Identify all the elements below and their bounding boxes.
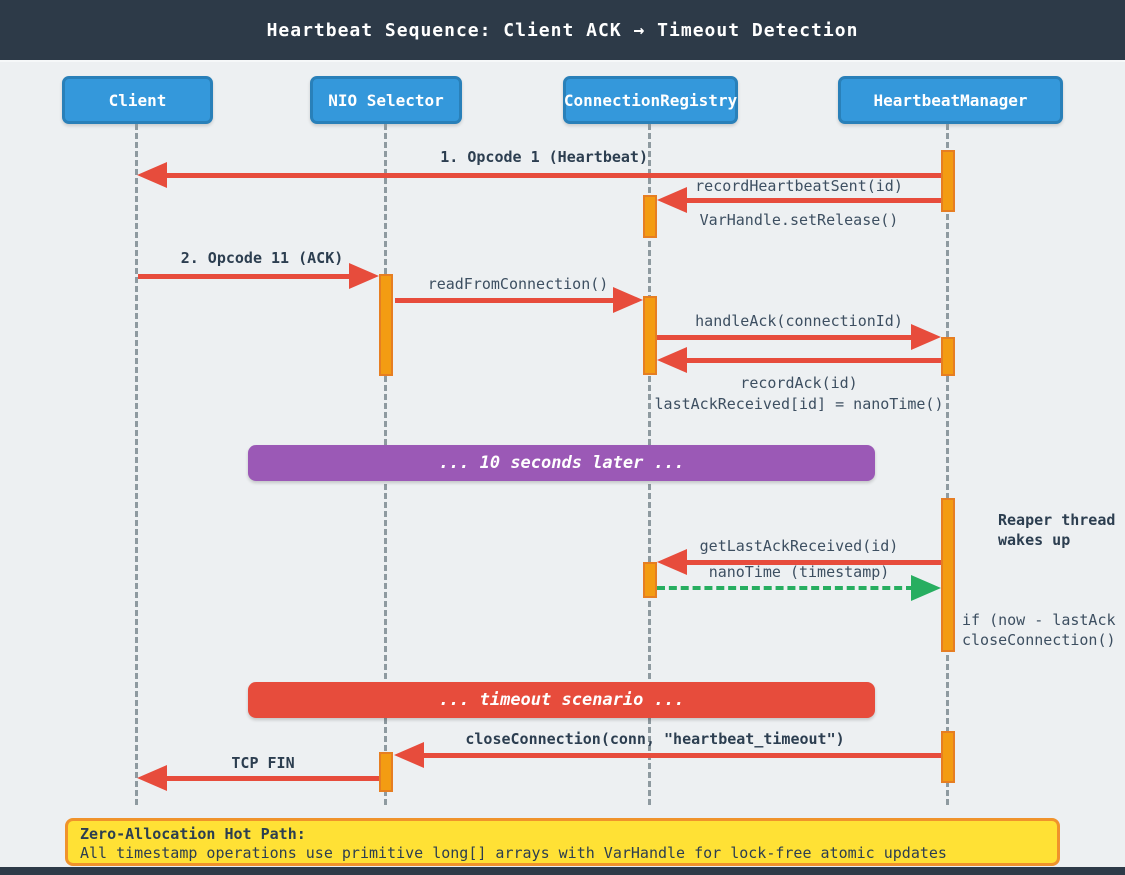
arrowhead-left-icon (394, 742, 424, 768)
participant-label: ConnectionRegistry (563, 90, 738, 110)
message-arrow-close-connection (421, 753, 941, 758)
lifeline-heartbeat-manager (946, 124, 949, 805)
participant-label: NIO Selector (328, 90, 444, 110)
arrowhead-left-icon (657, 347, 687, 373)
annotation-condition-line2: closeConnection() (962, 631, 1116, 649)
participant-nio-selector: NIO Selector (310, 76, 462, 124)
activation-nio-close (379, 752, 393, 792)
participant-client: Client (62, 76, 213, 124)
annotation-reaper-line1: Reaper thread (998, 511, 1116, 529)
arrowhead-right-icon (349, 263, 379, 289)
message-arrow-handle-ack (657, 335, 914, 340)
activation-heartbeat-manager-ack (941, 337, 955, 376)
message-arrow-tcp-fin (164, 776, 379, 781)
banner-label: ... timeout scenario ... (438, 690, 685, 710)
lifeline-client (135, 124, 138, 805)
message-label-tcp-fin: TCP FIN (231, 754, 295, 772)
return-arrow-nanotime (657, 586, 914, 590)
note-title: Zero-Allocation Hot Path: (80, 825, 306, 843)
arrowhead-left-icon (137, 765, 167, 791)
participant-label: HeartbeatManager (873, 90, 1028, 110)
message-label-record-heartbeat-sent: recordHeartbeatSent(id) (695, 177, 903, 195)
note-zero-allocation: Zero-Allocation Hot Path: All timestamp … (65, 818, 1060, 866)
activation-registry-record-sent (643, 195, 657, 238)
participant-heartbeat-manager: HeartbeatManager (838, 76, 1063, 124)
annotation-reaper-line2: wakes up (998, 531, 1071, 549)
activation-registry-handle-ack (643, 296, 657, 375)
message-label-nanotime-return: nanoTime (timestamp) (708, 563, 890, 581)
message-label-last-ack-assign: lastAckReceived[id] = nanoTime() (654, 395, 944, 413)
message-arrow-opcode11 (138, 274, 352, 279)
message-arrow-record-heartbeat-sent (684, 198, 941, 203)
banner-ten-seconds-later: ... 10 seconds later ... (248, 445, 875, 481)
participant-label: Client (108, 90, 167, 110)
banner-timeout-scenario: ... timeout scenario ... (248, 682, 875, 718)
title-bar: Heartbeat Sequence: Client ACK → Timeout… (0, 0, 1125, 62)
message-label-opcode1: 1. Opcode 1 (Heartbeat) (440, 148, 648, 166)
message-label-close-connection: closeConnection(conn, "heartbeat_timeout… (465, 730, 845, 748)
annotation-condition-line1: if (now - lastAck (962, 611, 1116, 629)
activation-heartbeat-manager-reaper (941, 498, 955, 652)
note-body: All timestamp operations use primitive l… (80, 844, 947, 862)
message-arrow-read-from-connection (395, 298, 616, 303)
message-label-varhandle-set-release: VarHandle.setRelease() (699, 211, 899, 229)
arrowhead-right-icon (613, 287, 643, 313)
arrowhead-left-icon (137, 162, 167, 188)
activation-nio-read (379, 274, 393, 376)
activation-registry-get-last-ack (643, 562, 657, 598)
activation-heartbeat-manager-close (941, 731, 955, 783)
activation-heartbeat-manager-send (941, 150, 955, 212)
arrowhead-left-icon (657, 549, 687, 575)
diagram-title: Heartbeat Sequence: Client ACK → Timeout… (266, 19, 859, 41)
message-arrow-opcode1 (164, 173, 941, 178)
message-label-read-from-connection: readFromConnection() (427, 275, 609, 293)
footer-bar (0, 867, 1125, 875)
message-arrow-record-ack (684, 358, 941, 363)
message-label-opcode11: 2. Opcode 11 (ACK) (180, 249, 344, 267)
arrowhead-left-icon (657, 187, 687, 213)
message-label-record-ack: recordAck(id) (740, 374, 858, 392)
arrowhead-right-icon (911, 324, 941, 350)
arrowhead-green-right-icon (911, 575, 941, 601)
message-arrow-get-last-ack (684, 560, 941, 565)
message-label-get-last-ack: getLastAckReceived(id) (699, 537, 899, 555)
message-label-handle-ack: handleAck(connectionId) (695, 312, 903, 330)
participant-connection-registry: ConnectionRegistry (563, 76, 738, 124)
banner-label: ... 10 seconds later ... (438, 453, 685, 473)
